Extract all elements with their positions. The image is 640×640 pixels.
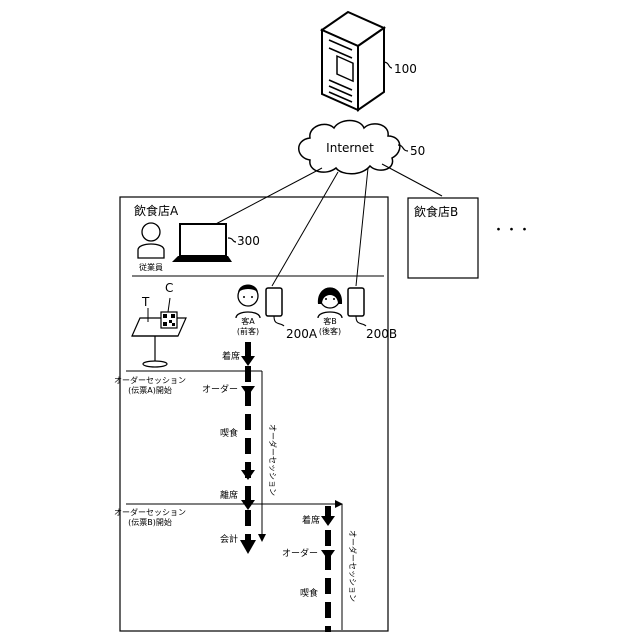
customer-a-icon (236, 285, 260, 319)
table-icon (132, 308, 186, 367)
store-a-title: 飲食店A (134, 203, 179, 218)
link-to-store-b (382, 164, 442, 196)
more-stores-ellipsis: ・・・ (492, 223, 531, 238)
employee-label: 従業員 (139, 262, 163, 272)
flow-a-step-order-arrow (241, 386, 255, 396)
table-label: T (141, 295, 150, 309)
link-to-200b (356, 168, 368, 286)
internet-label: Internet (326, 141, 374, 155)
flow-b-step-seated-arrow (321, 516, 335, 526)
network-ref-label: 50 (410, 144, 425, 158)
store-b-title: 飲食店B (414, 204, 458, 219)
session-b-start-sublabel: (伝票B)開始 (128, 517, 172, 527)
customer-a-label: 客A (241, 316, 255, 326)
smartphone-b-icon (348, 288, 366, 326)
flow-a-step-seated-arrow (241, 356, 255, 366)
flow-a-step-leave-arrow (241, 500, 255, 510)
flow-a-leave-label: 離席 (220, 489, 238, 501)
flow-a-seated-label: 着席 (222, 350, 240, 362)
customer-a-sublabel: (前客) (237, 326, 259, 336)
flow-b-seated-label: 着席 (302, 514, 320, 526)
flow-a-arrowhead (240, 540, 256, 554)
laptop-icon (172, 224, 236, 262)
flow-a-eating-label: 喫食 (220, 427, 238, 439)
customer-b-sublabel: (後客) (319, 326, 341, 336)
server-ref-label: 100 (394, 62, 417, 76)
flow-b-order-label: オーダー (282, 547, 318, 559)
session-b-label: オーダーセッション (348, 530, 358, 602)
device-b-ref-label: 200B (366, 327, 397, 341)
flow-a-step-eat-arrow (241, 470, 255, 480)
session-a-start-label: オーダーセッション (114, 375, 186, 385)
session-a-label: オーダーセッション (268, 424, 278, 496)
qr-label: C (165, 281, 173, 295)
flow-b-eating-label: 喫食 (300, 587, 318, 599)
session-b-start-label: オーダーセッション (114, 507, 186, 517)
qr-code-icon (161, 298, 177, 328)
flow-a-order-label: オーダー (202, 383, 238, 395)
session-a-start-sublabel: (伝票A)開始 (128, 385, 172, 395)
customer-b-icon (318, 288, 342, 319)
employee-icon (138, 223, 164, 258)
server-icon (322, 12, 392, 110)
flow-b-step-order-arrow (321, 550, 335, 560)
device-a-ref-label: 200A (286, 327, 318, 341)
flow-a-checkout-label: 会計 (220, 533, 238, 545)
pc-ref-label: 300 (237, 234, 260, 248)
customer-b-label: 客B (323, 316, 337, 326)
smartphone-a-icon (266, 288, 284, 326)
